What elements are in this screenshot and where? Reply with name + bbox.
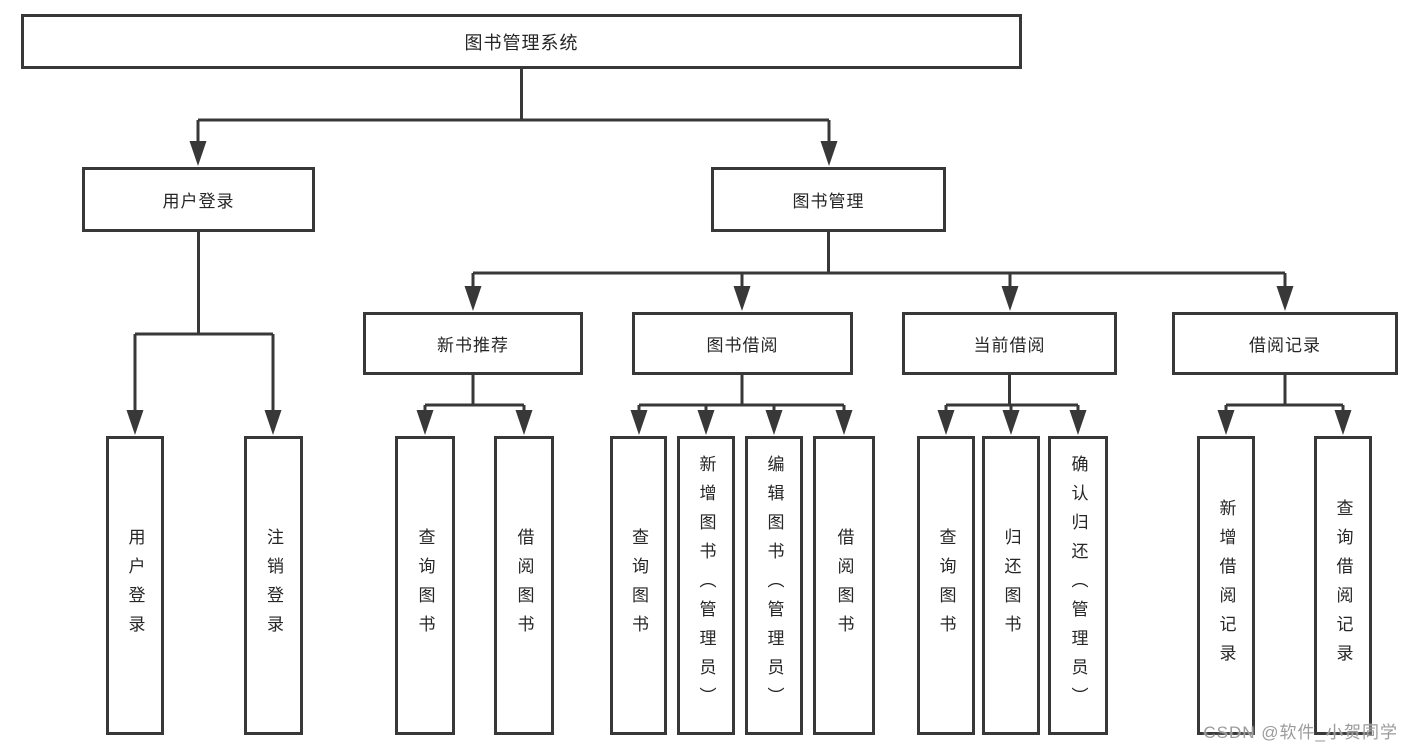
leaf-add-borrow-record: 新增借阅记录 — [1197, 436, 1255, 735]
node-book-borrowing: 图书借阅 — [632, 312, 853, 375]
leaf-query-books-borrow: 查询图书 — [610, 436, 667, 735]
leaf-logout: 注销登录 — [244, 436, 303, 735]
leaf-borrow-books-recommend: 借阅图书 — [494, 436, 554, 735]
leaf-query-borrow-record: 查询借阅记录 — [1314, 436, 1372, 735]
leaf-edit-book-admin: 编辑图书（管理员） — [745, 436, 803, 735]
node-user-login: 用户登录 — [82, 167, 315, 232]
watermark: CSDN @软件_小贺同学 — [1203, 723, 1398, 742]
node-new-book-recommendation: 新书推荐 — [363, 312, 583, 375]
leaf-confirm-return-admin: 确认归还（管理员） — [1048, 436, 1108, 735]
leaf-return-books: 归还图书 — [982, 436, 1040, 735]
node-borrowing-records: 借阅记录 — [1172, 312, 1398, 375]
node-current-borrowing: 当前借阅 — [902, 312, 1117, 375]
node-book-management: 图书管理 — [711, 167, 946, 232]
leaf-query-books-recommend: 查询图书 — [395, 436, 455, 735]
leaf-borrow-books: 借阅图书 — [813, 436, 875, 735]
leaf-query-books-current: 查询图书 — [917, 436, 975, 735]
leaf-add-book-admin: 新增图书（管理员） — [677, 436, 735, 735]
leaf-user-login: 用户登录 — [106, 436, 164, 735]
node-library-system: 图书管理系统 — [21, 14, 1022, 69]
